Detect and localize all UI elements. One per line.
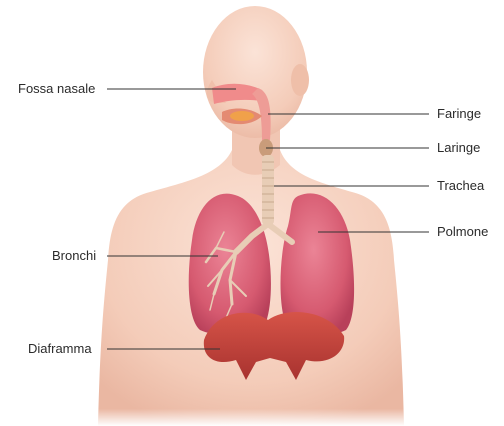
label-faringe: Faringe bbox=[437, 106, 481, 122]
ear bbox=[291, 64, 309, 96]
label-fossa-nasale: Fossa nasale bbox=[18, 81, 95, 97]
label-diaframma: Diaframma bbox=[28, 341, 92, 357]
tongue bbox=[230, 111, 254, 121]
label-polmone: Polmone bbox=[437, 224, 488, 240]
label-trachea: Trachea bbox=[437, 178, 484, 194]
trachea bbox=[262, 155, 274, 225]
label-laringe: Laringe bbox=[437, 140, 480, 156]
label-bronchi: Bronchi bbox=[52, 248, 96, 264]
